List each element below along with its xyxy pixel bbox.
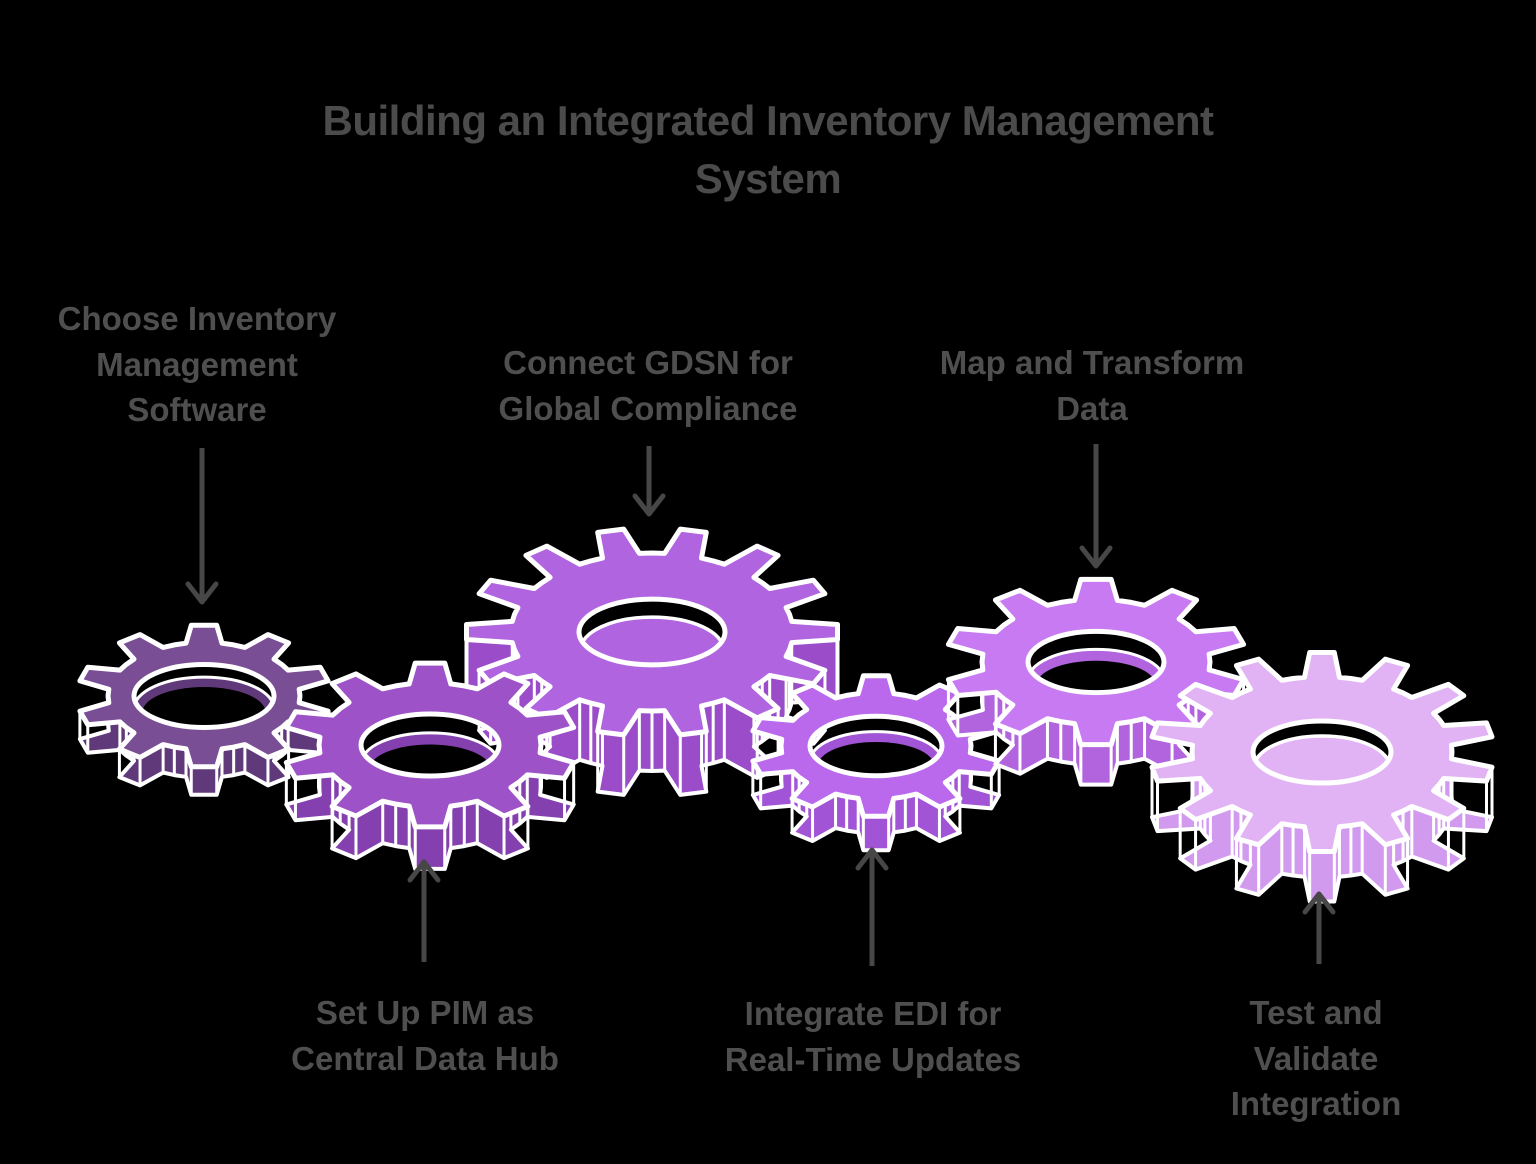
gear-1-choose-inventory xyxy=(77,622,331,797)
step-arrow-4-up xyxy=(407,859,441,962)
gear-1-choose-inventory-top-face xyxy=(77,622,331,770)
arrow-head-icon xyxy=(855,847,889,871)
gear-2-set-up-pim-top-face xyxy=(283,660,577,830)
step-label-set-up-pim: Set Up PIM as Central Data Hub xyxy=(291,994,559,1077)
step-label-map-and-transform-data: Map and Transform Data xyxy=(939,344,1245,427)
gear-3-connect-gdsn-top-face xyxy=(464,526,840,738)
step-label-integrate-edi: Integrate EDI for Real-Time Updates xyxy=(724,995,1022,1078)
gear-5-map-transform-top-face xyxy=(945,576,1247,748)
arrow-head-icon xyxy=(1302,891,1336,915)
arrow-head-icon xyxy=(185,581,219,605)
arrow-head-icon xyxy=(1079,545,1113,569)
gear-6-test-validate xyxy=(1149,650,1495,904)
step-label-test-and-validate: Test and Validate Integration xyxy=(1230,994,1402,1123)
step-arrow-5-up xyxy=(855,847,889,966)
page-title: Building an Integrated Inventory Managem… xyxy=(322,97,1214,202)
step-label-choose-inventory-software: Choose Inventory Management Software xyxy=(57,300,337,429)
arrow-head-icon xyxy=(407,859,441,883)
gear-4-integrate-edi xyxy=(750,673,1002,853)
step-label-connect-gdsn: Connect GDSN for Global Compliance xyxy=(498,344,798,427)
step-arrow-3-down xyxy=(1079,444,1113,569)
gear-5-map-transform xyxy=(945,576,1247,787)
gear-6-test-validate-top-face xyxy=(1149,650,1495,854)
step-arrow-6-up xyxy=(1302,891,1336,964)
step-arrow-2-down xyxy=(632,446,666,517)
arrow-head-icon xyxy=(632,493,666,517)
gear-2-set-up-pim xyxy=(283,660,577,871)
step-arrow-1-down xyxy=(185,448,219,605)
